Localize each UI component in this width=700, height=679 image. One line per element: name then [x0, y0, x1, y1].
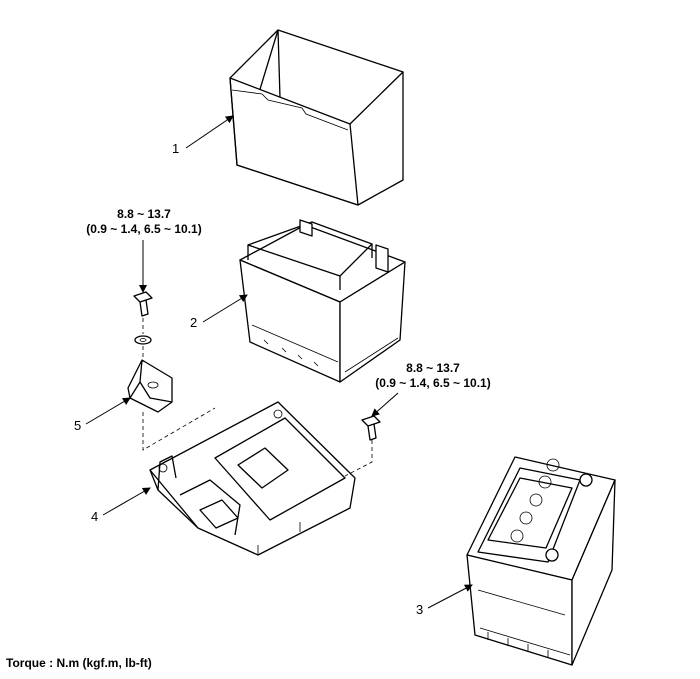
callout-4: 4 — [91, 509, 98, 524]
callout-leaders — [85, 115, 473, 609]
tray-bolt — [361, 415, 381, 441]
bracket-bolt — [133, 291, 153, 345]
assembly-guide-lines — [142, 318, 373, 477]
battery-clamp-bracket — [127, 359, 173, 413]
battery-upper — [239, 219, 406, 383]
callout-2: 2 — [190, 315, 197, 330]
torque-left-value: 8.8 ~ 13.7 — [117, 207, 171, 221]
battery-assembly — [466, 456, 616, 666]
battery-tray — [149, 401, 356, 556]
torque-right-value: 8.8 ~ 13.7 — [406, 361, 460, 375]
callout-1: 1 — [172, 141, 179, 156]
torque-left-conversion: (0.9 ~ 1.4, 6.5 ~ 10.1) — [86, 222, 201, 236]
callout-3: 3 — [416, 602, 423, 617]
battery-insulation-cover — [229, 29, 404, 206]
callout-5: 5 — [74, 418, 81, 433]
torque-right-conversion: (0.9 ~ 1.4, 6.5 ~ 10.1) — [375, 376, 490, 390]
torque-units-note: Torque : N.m (kgf.m, lb-ft) — [6, 656, 152, 670]
